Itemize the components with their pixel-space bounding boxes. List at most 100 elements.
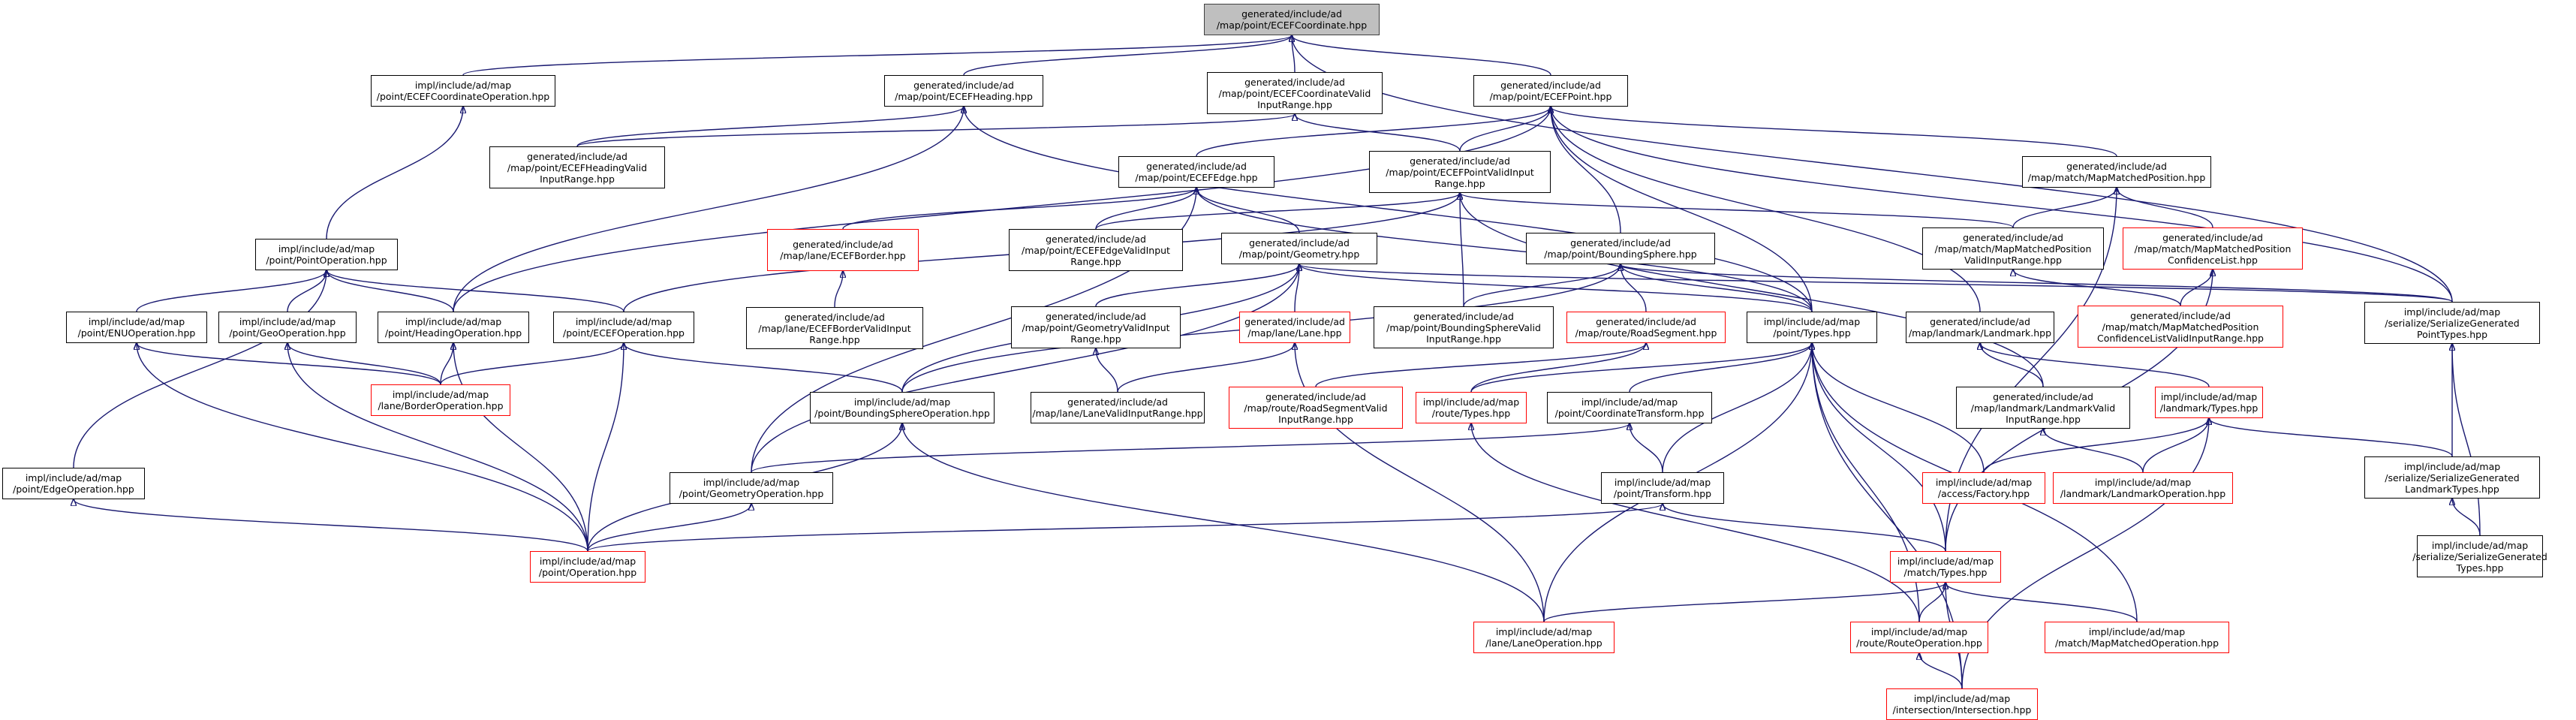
node-route-types[interactable]: impl/include/ad/map/route/Types.hpp [1416,392,1527,423]
node-label-line: impl/include/ad/map [853,396,951,408]
node-ecef-point-valid[interactable]: generated/include/ad/map/point/ECEFPoint… [1369,151,1551,193]
node-road-seg-valid[interactable]: generated/include/ad/map/route/RoadSegme… [1229,387,1403,429]
node-point-op[interactable]: impl/include/ad/map/point/PointOperation… [255,239,398,270]
node-bounding-sphere[interactable]: generated/include/ad/map/point/BoundingS… [1526,233,1715,264]
node-label-line: /intersection/Intersection.hpp [1892,704,2032,715]
node-transform[interactable]: impl/include/ad/map/point/Transform.hpp [1601,472,1724,504]
edge-ecefOp-to-pointOp [327,270,624,312]
node-label-line: /map/point/BoundingSphere.hpp [1544,249,1697,260]
node-label-line: /lane/LaneOperation.hpp [1485,637,1602,649]
node-geometry-op[interactable]: impl/include/ad/map/point/GeometryOperat… [670,472,833,504]
edge-transform-to-coordTransform [1630,423,1663,473]
node-map-matched-pos[interactable]: generated/include/ad/map/match/MapMatche… [2022,156,2211,188]
node-label-line: /map/match/MapMatchedPosition.hpp [2027,172,2206,183]
node-route-op[interactable]: impl/include/ad/map/route/RouteOperation… [1850,622,1988,653]
node-enu-op[interactable]: impl/include/ad/map/point/ENUOperation.h… [66,312,207,343]
node-point-operation[interactable]: impl/include/ad/map/point/Operation.hpp [530,551,646,583]
node-match-types[interactable]: impl/include/ad/map/match/Types.hpp [1890,551,2001,583]
node-lane[interactable]: generated/include/ad/map/lane/Lane.hpp [1239,312,1350,343]
edge-ecefPointValid-to-ecefCoordValid [1295,114,1461,152]
node-point-types[interactable]: impl/include/ad/map/point/Types.hpp [1747,312,1877,343]
edge-intersection-to-routeOp [1919,653,1963,689]
node-landmark[interactable]: generated/include/ad/map/landmark/Landma… [1906,312,2054,343]
node-label-line: generated/include/ad [1244,316,1345,327]
node-road-segment[interactable]: generated/include/ad/map/route/RoadSegme… [1566,312,1726,343]
node-label-line: impl/include/ad/map [703,477,800,488]
node-label-line: /point/EdgeOperation.hpp [13,484,134,495]
node-ecef-op[interactable]: impl/include/ad/map/point/ECEFOperation.… [553,312,694,343]
node-label-line: /map/point/GeometryValidInput [1022,321,1170,333]
edge-laneValid-to-geometryValid [1096,348,1118,393]
node-ecef-coord-valid[interactable]: generated/include/ad/map/point/ECEFCoord… [1207,72,1383,114]
node-ser-landmark-types[interactable]: impl/include/ad/map/serialize/SerializeG… [2364,456,2540,499]
node-lane-op[interactable]: impl/include/ad/map/lane/LaneOperation.h… [1473,622,1615,653]
node-label-line: /map/point/Geometry.hpp [1238,249,1360,260]
edge-pointOperation-to-headingOp [453,343,588,552]
node-ecef-border-valid[interactable]: generated/include/ad/map/lane/ECEFBorder… [746,307,923,349]
node-label-line: Types.hpp [2456,562,2504,574]
node-label-line: /map/match/MapMatchedPosition [2102,321,2259,333]
node-mm-op[interactable]: impl/include/ad/map/match/MapMatchedOper… [2045,622,2229,653]
node-label-line: /point/PointOperation.hpp [266,255,387,266]
node-label-line: generated/include/ad [1244,76,1345,88]
node-lane-valid[interactable]: generated/include/ad/map/lane/LaneValidI… [1031,392,1205,423]
node-geometry[interactable]: generated/include/ad/map/point/Geometry.… [1221,233,1377,264]
node-bs-op[interactable]: impl/include/ad/map/point/BoundingSphere… [810,392,995,423]
edge-edgeOp-to-pointOp [73,270,327,468]
node-ecef-point[interactable]: generated/include/ad/map/point/ECEFPoint… [1473,75,1628,107]
node-geometry-valid[interactable]: generated/include/ad/map/point/GeometryV… [1011,306,1181,348]
node-ecef-edge-valid[interactable]: generated/include/ad/map/point/ECEFEdgeV… [1009,229,1183,271]
node-factory[interactable]: impl/include/ad/map/access/Factory.hpp [1922,472,2045,504]
node-label-line: generated/include/ad [1413,310,1514,322]
node-label-line: generated/include/ad [784,311,885,323]
node-label-line: /map/point/ECEFPoint.hpp [1489,91,1612,102]
node-label-line: Range.hpp [809,333,860,345]
node-mmp-conf-list-valid[interactable]: generated/include/ad/map/match/MapMatche… [2078,306,2283,348]
node-edge-op[interactable]: impl/include/ad/map/point/EdgeOperation.… [2,468,145,499]
edge-bsValid-to-ecefPointValid [1460,193,1464,307]
node-label-line: /map/lane/LaneValidInputRange.hpp [1032,408,1203,419]
node-bs-valid[interactable]: generated/include/ad/map/point/BoundingS… [1374,306,1554,348]
node-ser-point-types[interactable]: impl/include/ad/map/serialize/SerializeG… [2364,302,2540,344]
node-intersection[interactable]: impl/include/ad/map/intersection/Interse… [1886,688,2038,720]
node-label-line: impl/include/ad/map [1935,477,2033,488]
node-mmp-conf-list[interactable]: generated/include/ad/map/match/MapMatche… [2123,227,2303,270]
node-label-line: impl/include/ad/map [1614,477,1711,488]
node-ser-types[interactable]: impl/include/ad/map/serialize/SerializeG… [2412,535,2547,577]
edge-pointTypes-to-ecefEdge [1196,188,1813,312]
node-ecef-heading-valid[interactable]: generated/include/ad/map/point/ECEFHeadi… [489,146,665,188]
edge-ecefHeadingValid-to-ecefHeading [576,107,964,147]
edge-serPointTypes-to-ecefPoint [1551,107,2453,303]
node-label-line: impl/include/ad/map [2094,477,2192,488]
node-label-line: impl/include/ad/map [414,80,512,91]
node-ecef-heading[interactable]: generated/include/ad/map/point/ECEFHeadi… [884,75,1043,107]
node-mmp-valid[interactable]: generated/include/ad/map/match/MapMatche… [1922,227,2104,270]
node-label-line: impl/include/ad/map [1581,396,1678,408]
node-geo-op[interactable]: impl/include/ad/map/point/GeoOperation.h… [218,312,357,343]
edge-pointOp-to-ecefCoordOp [326,107,463,239]
node-label-line: /point/Operation.hpp [538,567,637,578]
node-label-line: generated/include/ad [1930,316,2030,327]
node-label-line: impl/include/ad/map [392,389,489,400]
node-label-line: impl/include/ad/map [25,472,122,484]
edge-laneValid-to-lane [1117,343,1295,393]
edge-factory-to-pointTypes [1812,343,1985,473]
node-landmark-op[interactable]: impl/include/ad/map/landmark/LandmarkOpe… [2053,472,2233,504]
node-ecef-border[interactable]: generated/include/ad/map/lane/ECEFBorder… [767,229,919,271]
edge-landmarkOp-to-landmarkValid [2043,429,2144,473]
node-label-line: generated/include/ad [1570,237,1671,249]
node-label-line: /route/RouteOperation.hpp [1856,637,1982,649]
node-landmark-types[interactable]: impl/include/ad/map/landmark/Types.hpp [2155,387,2263,418]
node-coord-transform[interactable]: impl/include/ad/map/point/CoordinateTran… [1547,392,1712,423]
edge-pointTypes-to-boundingSphere [1621,264,1813,312]
node-landmark-valid[interactable]: generated/include/ad/map/landmark/Landma… [1956,387,2130,429]
edge-mapMatchedPos-to-ecefPoint [1551,107,2117,157]
edge-coordTransform-to-pointTypes [1629,343,1812,393]
node-heading-op[interactable]: impl/include/ad/map/point/HeadingOperati… [378,312,529,343]
node-border-op[interactable]: impl/include/ad/map/lane/BorderOperation… [371,384,510,416]
node-label-line: Range.hpp [1070,333,1121,345]
node-label-line: generated/include/ad [1046,233,1146,245]
node-ecef-coord-op[interactable]: impl/include/ad/map/point/ECEFCoordinate… [371,75,555,107]
node-ecef-edge[interactable]: generated/include/ad/map/point/ECEFEdge.… [1118,156,1274,188]
